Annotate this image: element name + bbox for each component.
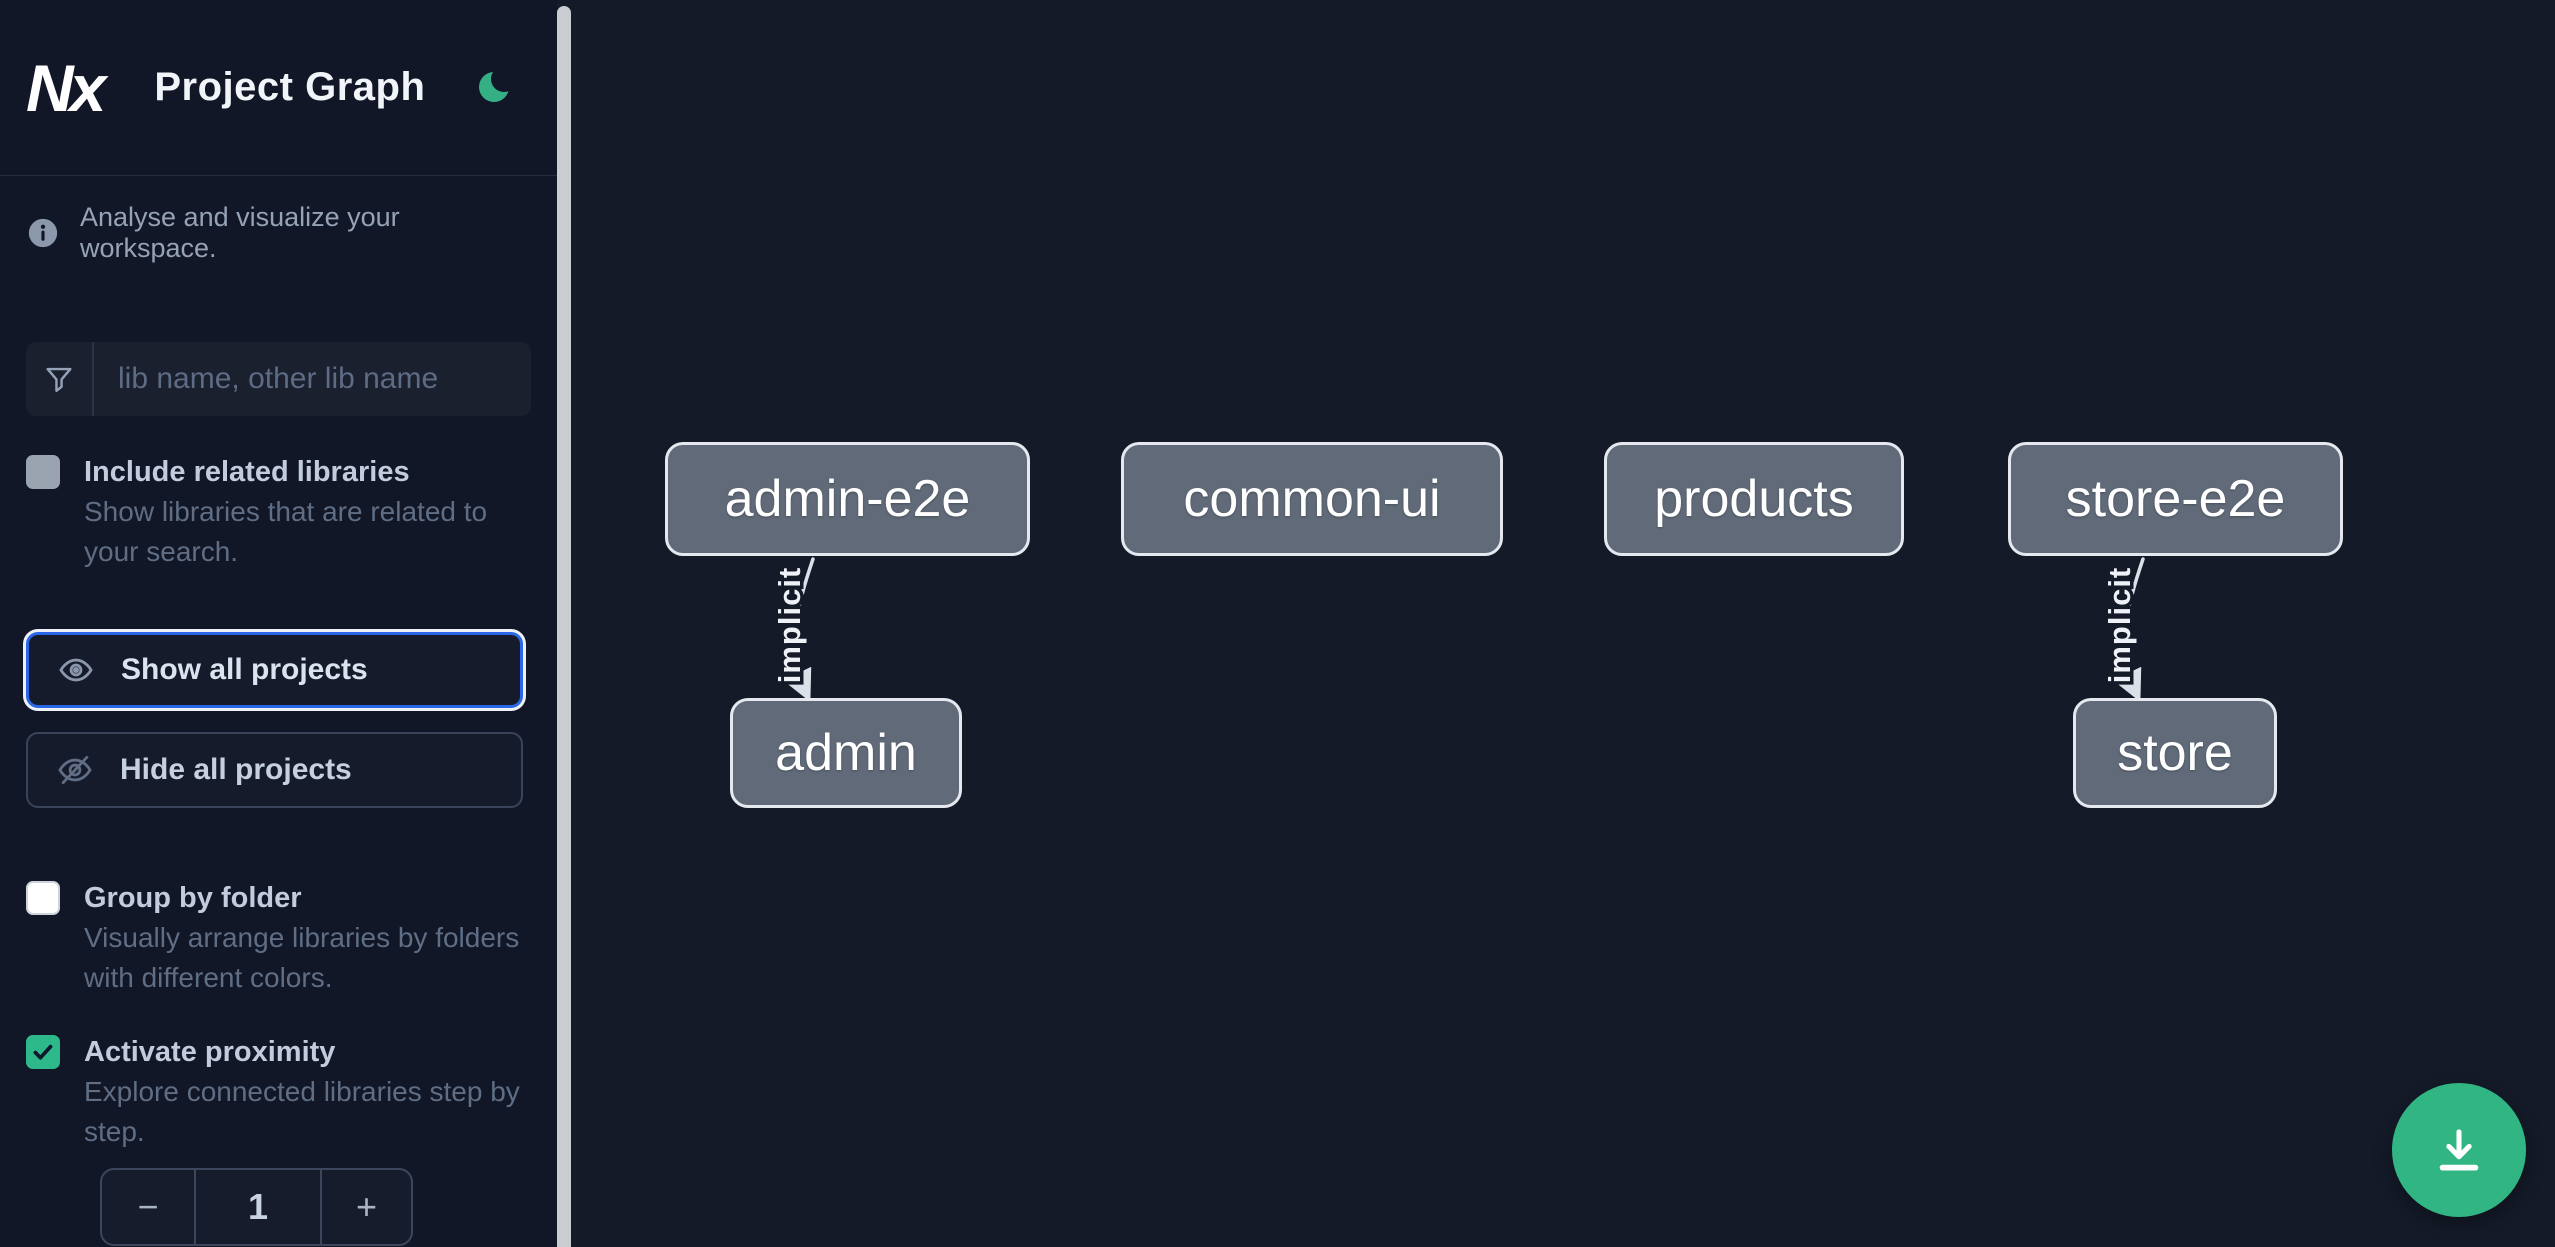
group-by-folder-checkbox[interactable] bbox=[26, 881, 60, 915]
graph-node-store-e2e[interactable]: store-e2e bbox=[2008, 442, 2343, 556]
graph-node-products[interactable]: products bbox=[1604, 442, 1904, 556]
activate-proximity-option: Activate proximity Explore connected lib… bbox=[26, 1032, 531, 1152]
node-label: admin bbox=[775, 724, 917, 782]
edge-store-e2e-to-store bbox=[2112, 557, 2145, 702]
sidebar-scrollbar[interactable] bbox=[557, 6, 571, 1247]
info-icon bbox=[28, 218, 58, 248]
activate-proximity-label: Activate proximity bbox=[84, 1036, 336, 1068]
group-by-folder-option: Group by folder Visually arrange librari… bbox=[26, 878, 531, 998]
search-box bbox=[26, 342, 531, 416]
tagline-text: Analyse and visualize your workspace. bbox=[80, 202, 400, 263]
workspace-tagline: Analyse and visualize your workspace. bbox=[26, 202, 531, 264]
graph-node-admin[interactable]: admin bbox=[730, 698, 962, 808]
node-label: common-ui bbox=[1183, 470, 1441, 528]
checkmark-icon bbox=[30, 1039, 56, 1065]
edge-admin-e2e-to-admin bbox=[782, 557, 815, 702]
show-all-projects-button[interactable]: Show all projects bbox=[26, 632, 523, 708]
search-input[interactable] bbox=[94, 342, 531, 416]
page-title: Project Graph bbox=[154, 65, 426, 109]
include-related-description: Show libraries that are related to your … bbox=[84, 496, 488, 567]
eye-off-icon bbox=[56, 751, 94, 789]
group-by-folder-label: Group by folder bbox=[84, 882, 302, 914]
edge-label-implicit: implicit bbox=[2102, 567, 2137, 684]
graph-edges: implicit implicit bbox=[769, 557, 2145, 702]
include-related-text: Include related libraries Show libraries… bbox=[84, 452, 531, 572]
proximity-depth-value[interactable]: 1 bbox=[194, 1170, 322, 1244]
activate-proximity-description: Explore connected libraries step by step… bbox=[84, 1076, 520, 1147]
filter-funnel-icon bbox=[26, 342, 94, 416]
download-icon bbox=[2430, 1121, 2488, 1179]
sidebar: Nx Project Graph Analyse and visualize y… bbox=[0, 0, 557, 1247]
activate-proximity-checkbox[interactable] bbox=[26, 1035, 60, 1069]
include-related-label: Include related libraries bbox=[84, 456, 410, 488]
project-graph-canvas[interactable]: implicit implicit admin-e2e common-ui pr… bbox=[571, 0, 2555, 1247]
node-label: products bbox=[1654, 470, 1854, 528]
include-related-option: Include related libraries Show libraries… bbox=[26, 452, 531, 572]
download-graph-button[interactable] bbox=[2392, 1083, 2526, 1217]
eye-icon bbox=[57, 651, 95, 689]
hide-all-projects-label: Hide all projects bbox=[120, 753, 352, 786]
edge-label-implicit: implicit bbox=[772, 567, 807, 684]
include-related-checkbox[interactable] bbox=[26, 455, 60, 489]
show-all-projects-label: Show all projects bbox=[121, 653, 368, 686]
hide-all-projects-button[interactable]: Hide all projects bbox=[26, 732, 523, 808]
node-label: store-e2e bbox=[2065, 470, 2286, 528]
increment-button[interactable]: + bbox=[355, 1186, 378, 1227]
activate-proximity-text: Activate proximity Explore connected lib… bbox=[84, 1032, 531, 1152]
theme-toggle-button[interactable] bbox=[473, 66, 518, 110]
graph-node-store[interactable]: store bbox=[2073, 698, 2277, 808]
proximity-depth-stepper: − 1 + bbox=[100, 1168, 413, 1246]
graph-node-admin-e2e[interactable]: admin-e2e bbox=[665, 442, 1030, 556]
group-by-folder-description: Visually arrange libraries by folders wi… bbox=[84, 922, 520, 993]
nx-logo: Nx bbox=[26, 50, 106, 125]
moon-icon bbox=[475, 66, 518, 109]
node-label: store bbox=[2117, 724, 2233, 782]
graph-node-common-ui[interactable]: common-ui bbox=[1121, 442, 1503, 556]
node-label: admin-e2e bbox=[724, 470, 971, 528]
group-by-folder-text: Group by folder Visually arrange librari… bbox=[84, 878, 531, 998]
decrement-button[interactable]: − bbox=[137, 1186, 159, 1227]
sidebar-header: Nx Project Graph bbox=[0, 0, 557, 176]
